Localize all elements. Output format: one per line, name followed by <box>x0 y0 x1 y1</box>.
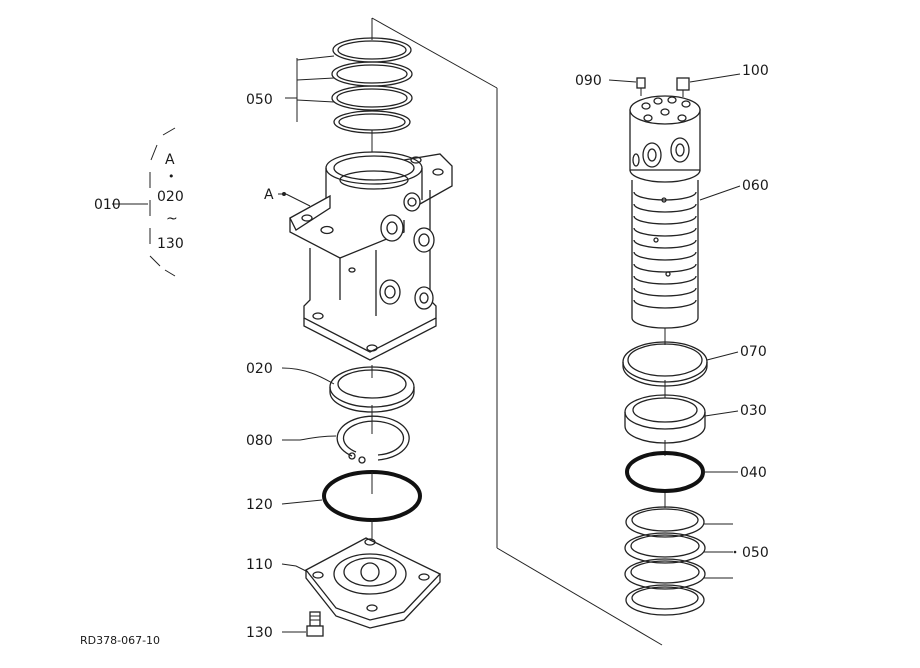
assembly-guide-lines <box>371 17 663 646</box>
o-ring-040 <box>625 451 705 493</box>
callout-labels: 050 010 A • 020 ~ 130 A 020 080 120 110 … <box>80 63 769 647</box>
drawing-code: RD378-067-10 <box>80 634 160 647</box>
snap-ring-080 <box>336 415 410 464</box>
seal-030 <box>624 394 706 444</box>
label-020: 020 <box>246 361 273 377</box>
label-group-tilde: ~ <box>166 211 178 227</box>
bolt-130 <box>306 611 324 637</box>
rotor-060 <box>629 95 701 329</box>
label-body-A: A <box>264 187 274 203</box>
label-070: 070 <box>740 344 767 360</box>
plug-090 <box>636 77 646 96</box>
body-A-marker <box>282 192 286 196</box>
label-050-right-marker <box>733 550 737 554</box>
label-130: 130 <box>246 625 273 641</box>
label-group-A: A <box>165 152 175 168</box>
seal-stack-050-right <box>624 506 733 616</box>
cover-110 <box>305 537 442 629</box>
label-group-020: 020 <box>157 189 184 205</box>
seal-stack-050-left <box>285 37 413 160</box>
label-080: 080 <box>246 433 273 449</box>
plug-100 <box>676 77 690 97</box>
label-100: 100 <box>742 63 769 79</box>
label-050-right: 050 <box>742 545 769 561</box>
label-030: 030 <box>740 403 767 419</box>
leader-lines <box>112 73 741 633</box>
label-040: 040 <box>740 465 767 481</box>
label-050-top: 050 <box>246 92 273 108</box>
ring-070 <box>622 341 708 387</box>
label-120: 120 <box>246 497 273 513</box>
label-010: 010 <box>94 197 121 213</box>
label-110: 110 <box>246 557 273 573</box>
label-060: 060 <box>742 178 769 194</box>
group-bracket <box>130 127 176 277</box>
swivel-joint-body <box>289 151 453 361</box>
label-group-dot: • <box>168 170 175 183</box>
label-group-130: 130 <box>157 236 184 252</box>
label-090: 090 <box>575 73 602 89</box>
